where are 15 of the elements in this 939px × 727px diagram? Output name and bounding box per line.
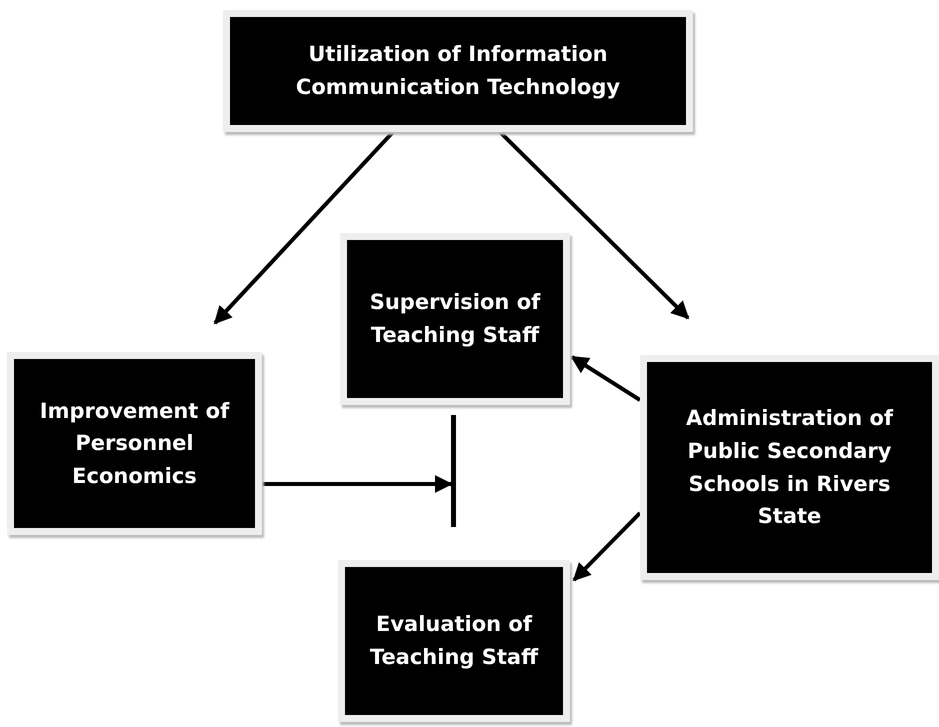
process-box: [340, 233, 570, 405]
arrow: [572, 512, 642, 582]
arrow: [214, 130, 394, 324]
process-box: [338, 560, 570, 722]
node-label: Administration of Public Secondary Schools in Rivers State: [684, 405, 894, 530]
process-box: [640, 355, 939, 580]
node-label: Supervision of Teaching Staff: [368, 289, 542, 349]
node-label: Improvement of Personnel Economics: [38, 398, 230, 490]
arrow: [570, 355, 642, 402]
node-label: Utilization of Information Communication Technology: [294, 41, 622, 101]
arrow: [262, 475, 453, 493]
process-box: [223, 10, 693, 132]
process-box: [7, 352, 262, 535]
arrow: [498, 130, 690, 320]
node-label: Evaluation of Teaching Staff: [368, 611, 540, 671]
